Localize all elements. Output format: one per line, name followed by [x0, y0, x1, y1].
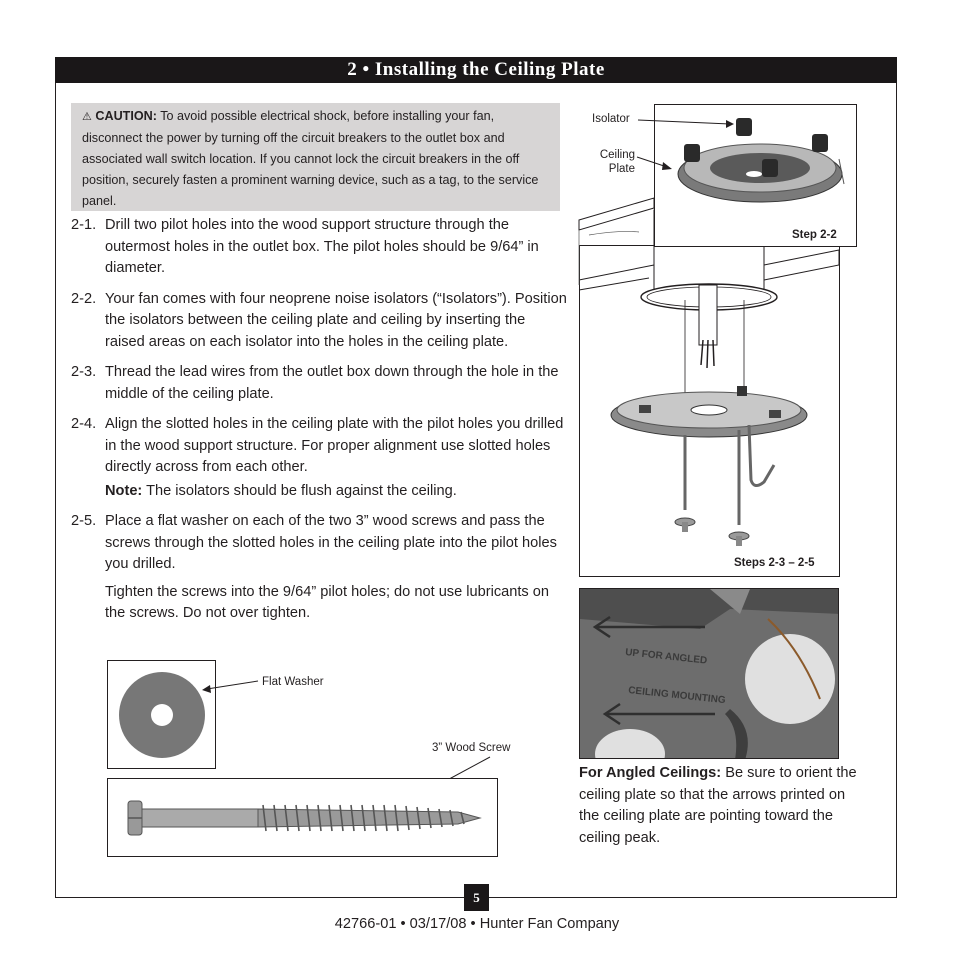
step-number: 2-5. [71, 513, 97, 529]
ceiling-plate-install-illustration [578, 197, 840, 546]
note-text: The isolators should be flush against th… [142, 482, 457, 499]
ceiling-plate-label-line1: Ceiling [599, 149, 635, 161]
angled-label: For Angled Ceilings: [579, 765, 722, 781]
step-number: 2-2. [71, 290, 97, 307]
step-text: Thread the lead wires from the outlet bo… [105, 364, 559, 402]
angled-plate-photo: UP FOR ANGLED CEILING MOUNTING [579, 588, 839, 759]
step-text: Place a flat washer on each of the two 3… [105, 513, 557, 572]
step-text: Align the slotted holes in the ceiling p… [105, 416, 564, 475]
step-number: 2-4. [71, 416, 97, 432]
note-label: Note: [105, 482, 143, 499]
isolator-plate-illustration [677, 118, 845, 203]
step-item: 2-1. Drill two pilot holes into the wood… [71, 215, 567, 280]
ceiling-plate-label: Ceiling Plate [594, 148, 635, 176]
angled-ceilings-text: For Angled Ceilings: Be sure to orient t… [579, 763, 869, 849]
step-text: Drill two pilot holes into the wood supp… [105, 217, 539, 276]
note: Note: The isolators should be flush agai… [105, 481, 567, 503]
steps-2-3-label: Steps 2-3 – 2-5 [734, 557, 815, 569]
footer-text: 42766-01 • 03/17/08 • Hunter Fan Company [334, 916, 620, 932]
ceiling-plate-label-line2: Plate [608, 163, 635, 175]
step-number: 2-1. [71, 217, 97, 233]
wood-screw-figure [107, 778, 498, 857]
flat-washer-label: Flat Washer [262, 676, 324, 688]
tighten-text: Tighten the screws into the 9/64” pilot … [105, 583, 550, 622]
instruction-steps: 2-1. Drill two pilot holes into the wood… [71, 215, 567, 634]
wood-screw-icon [127, 800, 482, 836]
step-item: 2-4. Align the slotted holes in the ceil… [71, 414, 567, 479]
step-item: 2-5. Place a flat washer on each of the … [71, 511, 567, 576]
isolator-label: Isolator [592, 113, 630, 125]
caution-text: To avoid possible electrical shock, befo… [82, 109, 539, 208]
ceiling-plate-arrow-icon [636, 156, 672, 170]
flat-washer-figure [107, 660, 216, 769]
step-number: 2-3. [71, 364, 97, 380]
flat-washer-arrow-icon [202, 680, 259, 693]
wood-screw-label: 3” Wood Screw [432, 742, 511, 754]
isolator-arrow-icon [637, 119, 734, 128]
step-item: 2-2. Your fan comes with four neoprene n… [71, 289, 567, 354]
section-title: 2 • Installing the Ceiling Plate [347, 59, 605, 80]
warning-triangle-icon: ⚠ [82, 111, 92, 123]
caution-label: CAUTION: [95, 109, 157, 123]
page-number: 5 [464, 884, 489, 911]
angled-body: Be sure to orient the ceiling plate so t… [579, 765, 857, 846]
step-item: 2-3. Thread the lead wires from the outl… [71, 362, 567, 405]
step-text: Your fan comes with four neoprene noise … [105, 290, 567, 350]
section-header: 2 • Installing the Ceiling Plate [55, 57, 897, 83]
angled-plate-image: UP FOR ANGLED CEILING MOUNTING [580, 589, 838, 758]
flat-washer-icon [119, 672, 205, 758]
step-2-2-label: Step 2-2 [792, 229, 837, 241]
caution-box: ⚠ CAUTION: To avoid possible electrical … [71, 103, 560, 211]
